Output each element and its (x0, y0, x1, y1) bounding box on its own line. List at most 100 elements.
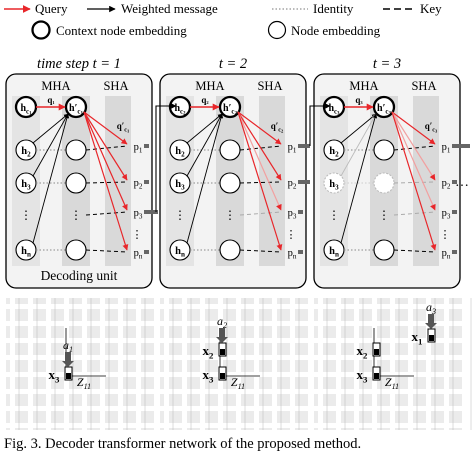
query-label: q1 (47, 95, 55, 105)
robot-label: x2 (203, 343, 215, 360)
robot-cargo (429, 335, 434, 341)
horizontal-aisle (6, 321, 156, 326)
mha-header: MHA (41, 79, 70, 93)
vertical-aisle (100, 298, 105, 430)
node-ellipsis: ⋮ (328, 208, 340, 222)
agent-label: a3 (426, 300, 436, 316)
weighted-message-arrow (32, 113, 69, 177)
vertical-aisle (336, 298, 341, 430)
sha-header: SHA (103, 79, 128, 93)
robot-label: x3 (49, 367, 61, 384)
probability-bar (144, 210, 158, 214)
step-title: t = 3 (373, 56, 401, 72)
robot-cargo (220, 373, 225, 379)
node-embedding-label: h3 (329, 179, 339, 192)
zone-label: Z11 (77, 375, 91, 391)
horizontal-aisle (314, 304, 464, 309)
legend-query-label: Query (35, 1, 68, 16)
vertical-aisle (272, 298, 277, 430)
node-embedding-label: hn (175, 246, 185, 259)
vertical-aisle (82, 298, 87, 430)
agent-label: a2 (217, 314, 227, 330)
vertical-aisle (290, 298, 295, 430)
node-ellipsis: ⋮ (70, 208, 82, 222)
output-prob-label: p3 (442, 208, 451, 221)
horizontal-aisle (160, 355, 310, 360)
mha-node-embedding (373, 172, 395, 194)
vertical-aisle (308, 298, 313, 430)
horizontal-aisle (160, 338, 310, 343)
context-node-input-label: hc1 (20, 103, 32, 117)
sha-column-band (105, 96, 131, 266)
step-title: time step t = 1 (37, 56, 121, 72)
sha-query-label: q′c1 (117, 121, 130, 133)
output-ellipsis: ⋮ (132, 229, 143, 241)
weighted-message-arrow (186, 113, 223, 144)
output-prob-label: p2 (134, 178, 143, 191)
vertical-aisle (236, 298, 241, 430)
mha-node-embedding (219, 239, 241, 261)
output-ellipsis: ⋮ (286, 229, 297, 241)
continuation-ellipsis: … (455, 175, 469, 190)
vertical-aisle (390, 298, 395, 430)
sha-query-label: q′c3 (425, 121, 438, 133)
horizontal-aisle (314, 338, 464, 343)
horizontal-aisle (6, 389, 156, 394)
vertical-aisle (218, 298, 223, 430)
decoding-unit-label: Decoding unit (41, 268, 118, 283)
robot-cargo (66, 373, 71, 379)
agent-arrow-body (428, 314, 434, 323)
mha-node-embedding (373, 239, 395, 261)
node-ellipsis: ⋮ (224, 208, 236, 222)
agent-arrow-body (219, 328, 225, 337)
context-node-mha-label: h′c3 (377, 103, 391, 117)
context-node-mha-label: h′c2 (223, 103, 237, 117)
query-label: q3 (355, 95, 363, 105)
query-label: q2 (201, 95, 209, 105)
agent-arrow-head (216, 337, 228, 343)
mha-node-embedding (65, 239, 87, 261)
output-prob-label: p1 (134, 142, 143, 155)
context-node-mha-label: h′c1 (69, 103, 83, 117)
query-score-arrow (391, 111, 436, 145)
output-prob-label: pn (288, 248, 297, 261)
mha-header: MHA (195, 79, 224, 93)
weighted-message-arrow (186, 113, 224, 244)
query-score-arrow (83, 111, 128, 211)
probability-bar (144, 180, 149, 184)
query-score-arrow (237, 111, 282, 211)
decoder-diagram: Query Weighted message Identity Key Cont… (4, 1, 472, 430)
zone-label: Z11 (385, 375, 399, 391)
agent-arrow-head (425, 323, 437, 329)
node-embedding-label: hn (21, 246, 31, 259)
legend-context-node-icon (31, 20, 51, 40)
weighted-message-arrow (32, 113, 69, 144)
legend-weighted-label: Weighted message (121, 1, 218, 16)
robot-label: x3 (203, 367, 215, 384)
vertical-aisle (10, 298, 15, 430)
weighted-message-arrow (32, 113, 70, 244)
probability-bar (144, 250, 149, 254)
robot-label: x1 (412, 329, 423, 346)
agent-label: a1 (63, 338, 73, 354)
horizontal-aisle (314, 389, 464, 394)
output-ellipsis: ⋮ (440, 229, 451, 241)
weighted-message-arrow (340, 113, 377, 177)
mha-node-embedding (219, 139, 241, 161)
query-score-arrow (237, 111, 282, 181)
output-prob-label: p3 (134, 208, 143, 221)
output-prob-label: p1 (442, 142, 451, 155)
vertical-aisle (372, 298, 377, 430)
step-transition-arrow (309, 103, 331, 146)
query-score-arrow (391, 111, 437, 251)
query-score-arrow (237, 111, 283, 251)
node-ellipsis: ⋮ (174, 208, 186, 222)
node-embedding-label: h3 (175, 179, 185, 192)
probability-bar (144, 144, 149, 148)
vertical-aisle (46, 298, 51, 430)
query-score-arrow (391, 111, 436, 181)
